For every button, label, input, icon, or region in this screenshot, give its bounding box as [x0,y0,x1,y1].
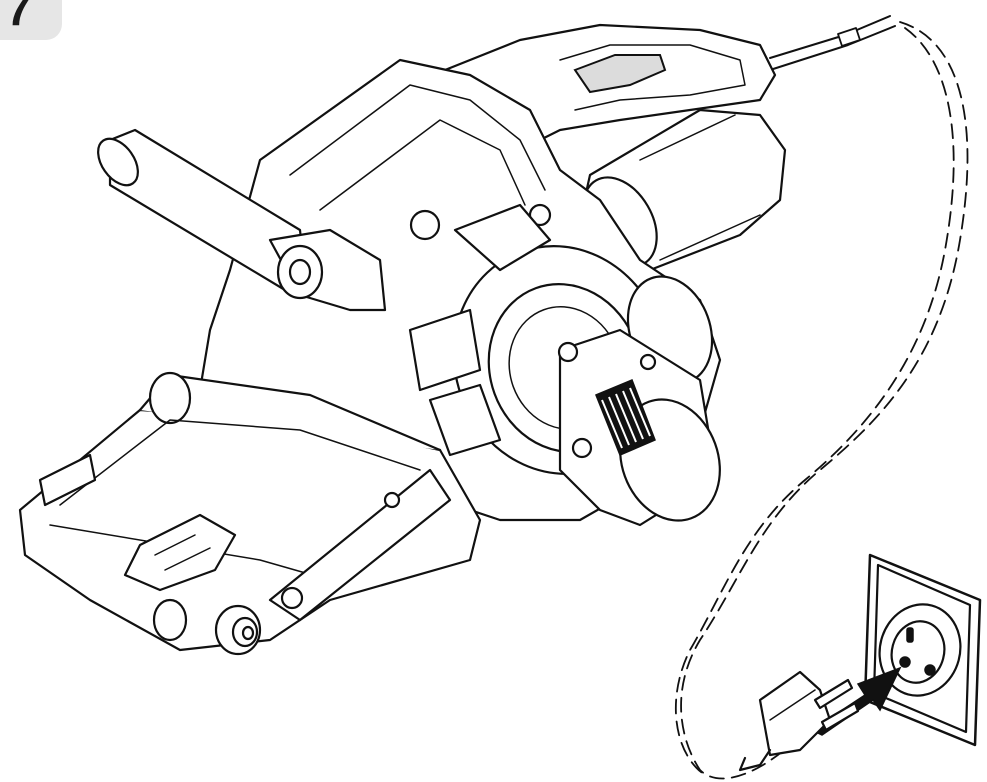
step-number: 7 [6,0,32,35]
wall-socket-icon [863,553,982,747]
power-plug-icon [738,670,860,772]
step-badge: 7 [0,0,62,40]
power-cord-icon [674,15,969,780]
belt-sander-icon [18,23,787,656]
